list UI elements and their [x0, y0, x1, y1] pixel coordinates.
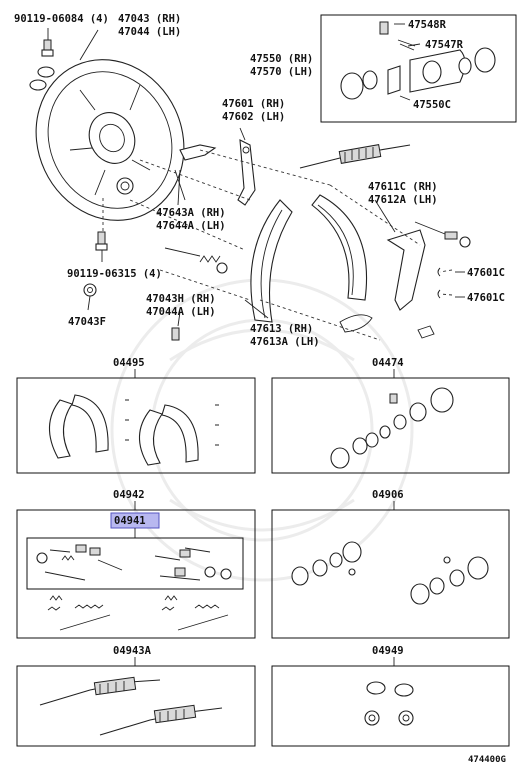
kit-box-04495 [16, 377, 256, 474]
hold-down-pin [164, 247, 228, 341]
kit-04941-hardware [36, 544, 232, 581]
label-47044-lh: 47044 (LH) [118, 26, 181, 38]
kit-label-04943a: 04943A [113, 645, 152, 657]
brake-shoe-left [250, 199, 293, 323]
label-47643a-rh: 47643A (RH) [156, 207, 226, 219]
kit-box-04941 [26, 537, 244, 590]
clip-47601c [437, 267, 441, 299]
pin-and-spring [414, 221, 471, 248]
adjuster-assembly [299, 144, 411, 169]
kit-04943a-adjusters [39, 676, 223, 736]
kit-box-04906 [271, 509, 510, 639]
kit-label-04474: 04474 [372, 357, 404, 369]
kit-box-04942 [16, 509, 256, 639]
label-47043f: 47043F [68, 316, 106, 328]
kit-box-04474 [271, 377, 510, 474]
kit-04495-shoes [48, 394, 219, 466]
plug-caps [29, 66, 55, 91]
label-47043h-rh: 47043H (RH) [146, 293, 216, 305]
kit-label-04495: 04495 [113, 357, 145, 369]
label-47612a-lh: 47612A (LH) [368, 194, 438, 206]
label-47548r: 47548R [408, 19, 447, 31]
kit-box-04949 [271, 665, 510, 747]
parking-lever [237, 139, 256, 206]
kit-04474-cylinder-parts [330, 387, 454, 469]
label-47601-rh: 47601 (RH) [222, 98, 285, 110]
label-47547r: 47547R [425, 39, 464, 51]
brake-shoe-right [311, 194, 368, 301]
spring-47613 [339, 314, 435, 339]
label-47601c-a: 47601C [467, 267, 505, 279]
leader-lines [47, 23, 465, 327]
diagram-code: 474400G [468, 755, 506, 765]
backing-plate [35, 59, 185, 221]
adjusting-lever-47611c [386, 229, 426, 311]
label-90119-06315: 90119-06315 (4) [67, 268, 162, 280]
label-47044a-lh: 47044A (LH) [146, 306, 216, 318]
kit-04949-caps [364, 681, 414, 726]
kit-label-04942: 04942 [113, 489, 145, 501]
wheel-cylinder [340, 21, 496, 100]
bolt-90119-06084 [41, 39, 54, 57]
label-47601c-b: 47601C [467, 292, 505, 304]
kit-box-04943a [16, 665, 256, 747]
kit-04906-cylinder-parts [291, 541, 489, 605]
shoe-strut [174, 144, 217, 201]
kit-label-04949: 04949 [372, 645, 404, 657]
wheel-cylinder-inset [320, 14, 517, 123]
plug-47043f [83, 283, 97, 297]
label-47611c-rh: 47611C (RH) [368, 181, 438, 193]
label-47550-rh: 47550 (RH) [250, 53, 313, 65]
bolt-90119-06315 [95, 198, 108, 251]
kit-04942-springs [47, 595, 229, 631]
label-47602-lh: 47602 (LH) [222, 111, 285, 123]
label-47613a-lh: 47613A (LH) [250, 336, 320, 348]
kit-label-04941[interactable]: 04941 [114, 515, 146, 527]
label-90119-06084: 90119-06084 (4) [14, 13, 109, 25]
label-47550c: 47550C [413, 99, 451, 111]
label-47613-rh: 47613 (RH) [250, 323, 313, 335]
label-47043-rh: 47043 (RH) [118, 13, 181, 25]
label-47644a-lh: 47644A (LH) [156, 220, 226, 232]
kit-label-04906: 04906 [372, 489, 404, 501]
label-47570-lh: 47570 (LH) [250, 66, 313, 78]
